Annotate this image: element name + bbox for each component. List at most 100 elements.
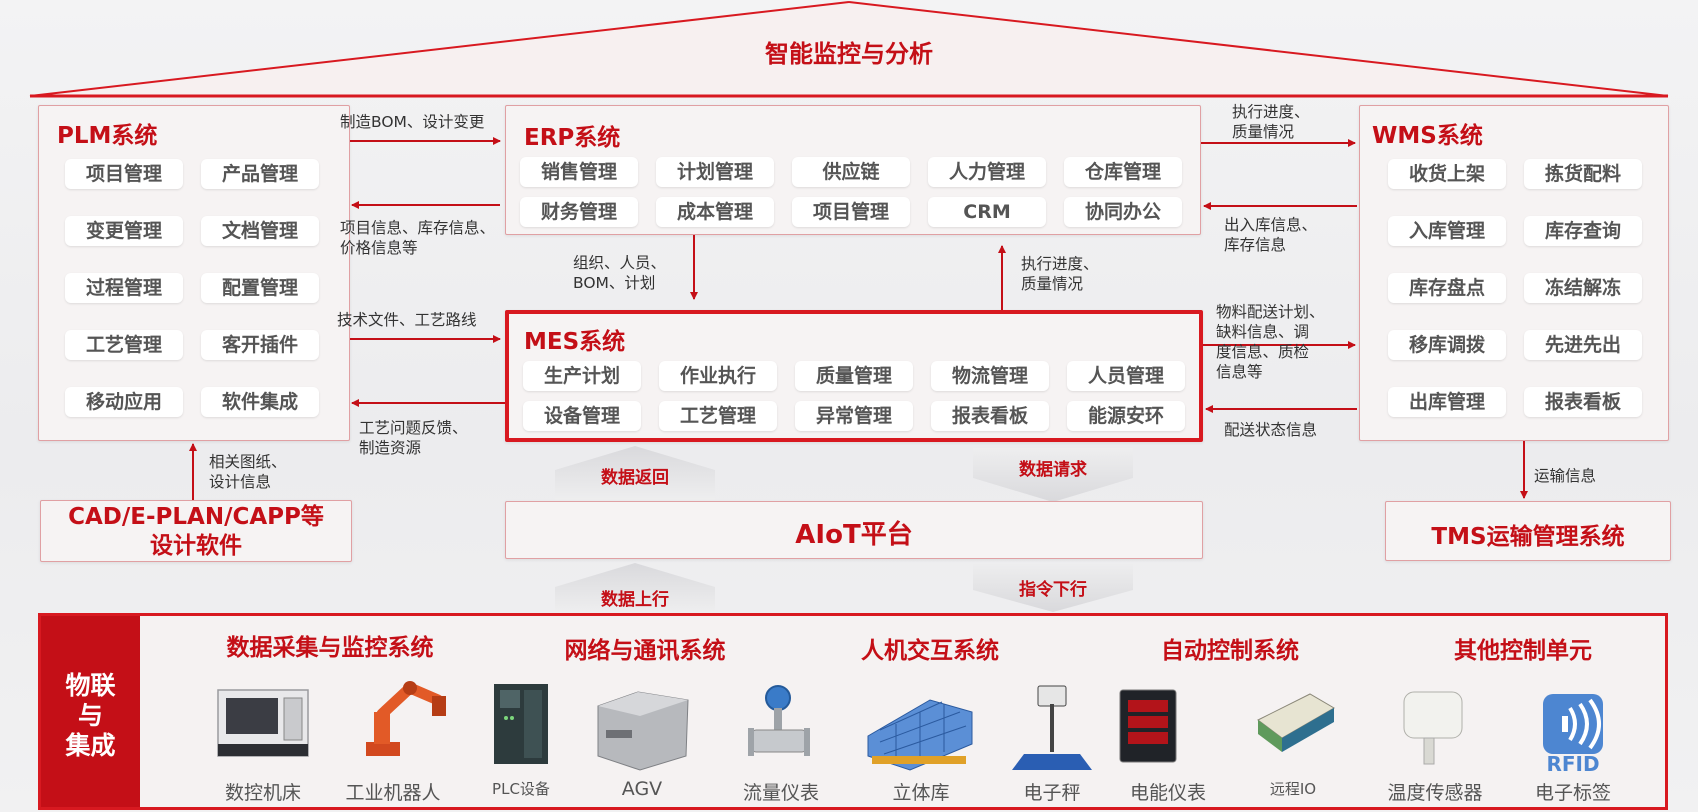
wms-item: 出库管理 [1388,387,1506,417]
note-erp-to-plm: 项目信息、库存信息、价格信息等 [340,219,496,257]
iot-category-title: 数据采集与监控系统 [226,635,434,661]
iot-integration-panel: 物联与集成 [38,613,1668,810]
erp-item: CRM [928,197,1046,227]
industrial-robot-icon [366,681,446,756]
data-return-label: 数据返回 [601,468,669,488]
command-down-label: 指令下行 [1019,580,1087,600]
mes-item: 人员管理 [1067,361,1185,391]
data-return-chevron [555,446,715,500]
wms-item: 库存查询 [1524,216,1642,246]
wms-item: 库存盘点 [1388,273,1506,303]
plm-item: 客开插件 [201,330,319,360]
note-plm-to-erp: 制造BOM、设计变更 [340,113,485,131]
device-label: 温度传感器 [1387,782,1483,804]
plc-device-icon [494,684,548,764]
aiot-title: AIoT平台 [795,520,913,550]
wms-item: 先进先出 [1524,330,1642,360]
device-label: 流量仪表 [742,782,819,804]
plm-item: 变更管理 [65,216,183,246]
plm-item: 产品管理 [201,159,319,189]
plm-item: 过程管理 [65,273,183,303]
cnc-machine-icon [217,689,309,757]
energy-meter-icon [1119,689,1177,763]
iot-side-label-bar: 物联与集成 [41,616,140,807]
roof-shape [29,1,1669,98]
cad-software-box: CAD/E-PLAN/CAPP等设计软件 [40,500,352,562]
wms-item: 入库管理 [1388,216,1506,246]
rfid-text: RFID [1546,752,1600,776]
mes-item: 质量管理 [795,361,913,391]
iot-category-title: 网络与通讯系统 [564,638,726,664]
data-up-label: 数据上行 [601,590,669,610]
erp-item: 计划管理 [656,157,774,187]
wms-item: 收货上架 [1388,159,1506,189]
iot-category-title: 自动控制系统 [1161,638,1299,664]
note-mes-to-erp: 执行进度、质量情况 [1021,255,1099,293]
data-up-chevron [555,563,715,612]
mes-item: 报表看板 [931,401,1049,431]
plm-item: 文档管理 [201,216,319,246]
mes-item: 生产计划 [523,361,641,391]
note-wms-to-mes: 配送状态信息 [1224,421,1318,439]
device-label: AGV [621,778,663,800]
device-label: 电子秤 [1023,782,1081,804]
device-label: 远程IO [1269,780,1317,798]
roof-title: 智能监控与分析 [765,40,933,68]
command-down-chevron [973,563,1133,612]
wms-title: WMS系统 [1372,123,1483,149]
mes-item: 作业执行 [659,361,777,391]
plm-item: 配置管理 [201,273,319,303]
wms-item: 冻结解冻 [1524,273,1642,303]
tms-title: TMS运输管理系统 [1431,524,1625,550]
agv-icon [597,691,689,771]
mes-system-panel: MES系统 生产计划 作业执行 质量管理 物流管理 人员管理 设备管理 工艺管理… [505,310,1203,442]
wms-item: 移库调拨 [1388,330,1506,360]
plm-title: PLM系统 [57,123,158,149]
erp-title: ERP系统 [524,125,621,151]
flow-meter-icon [748,685,810,756]
cad-title: CAD/E-PLAN/CAPP等设计软件 [68,504,324,559]
mes-item: 设备管理 [523,401,641,431]
erp-item: 成本管理 [656,197,774,227]
note-mes-to-plm: 工艺问题反馈、制造资源 [359,419,468,457]
data-request-label: 数据请求 [1019,460,1087,480]
device-label: 电子标签 [1534,782,1611,804]
plm-item: 移动应用 [65,387,183,417]
temperature-sensor-icon [1403,691,1463,765]
erp-item: 财务管理 [520,197,638,227]
iot-category-title: 人机交互系统 [861,638,999,664]
erp-item: 项目管理 [792,197,910,227]
aiot-platform-box: AIoT平台 [505,501,1203,559]
device-label: 立体库 [892,782,950,804]
wms-item: 拣货配料 [1524,159,1642,189]
device-label: PLC设备 [492,780,550,798]
note-wms-to-erp: 出入库信息、库存信息 [1224,216,1318,254]
automated-warehouse-icon [867,699,973,771]
remote-io-icon [1257,693,1335,752]
note-erp-to-wms: 执行进度、质量情况 [1232,103,1310,141]
note-plm-to-mes: 技术文件、工艺路线 [337,311,477,329]
wms-system-panel: WMS系统 收货上架 拣货配料 入库管理 库存查询 库存盘点 冻结解冻 移库调拨… [1359,105,1669,441]
mes-item: 异常管理 [795,401,913,431]
erp-system-panel: ERP系统 销售管理 计划管理 供应链 人力管理 仓库管理 财务管理 成本管理 … [505,105,1201,235]
plm-system-panel: PLM系统 项目管理 产品管理 变更管理 文档管理 过程管理 配置管理 工艺管理… [38,105,350,441]
wms-item: 报表看板 [1524,387,1642,417]
tms-system-box: TMS运输管理系统 [1385,501,1671,561]
device-label: 工业机器人 [345,782,441,804]
mes-title: MES系统 [524,329,626,355]
note-mes-to-wms: 物料配送计划、缺料信息、调 度信息、质检信息等 [1216,303,1325,381]
iot-side-label: 物联与集成 [65,671,116,760]
iot-category-title: 其他控制单元 [1454,638,1592,664]
mes-item: 工艺管理 [659,401,777,431]
device-label: 数控机床 [224,782,301,804]
erp-item: 仓库管理 [1064,157,1182,187]
plm-item: 软件集成 [201,387,319,417]
erp-item: 供应链 [792,157,910,187]
device-label: 电能仪表 [1129,782,1206,804]
rfid-tag-icon [1543,694,1603,754]
plm-item: 工艺管理 [65,330,183,360]
note-wms-to-tms: 运输信息 [1534,467,1597,485]
note-cad-to-plm: 相关图纸、设计信息 [209,453,287,491]
note-erp-to-mes: 组织、人员、BOM、计划 [573,254,667,292]
mes-item: 物流管理 [931,361,1049,391]
